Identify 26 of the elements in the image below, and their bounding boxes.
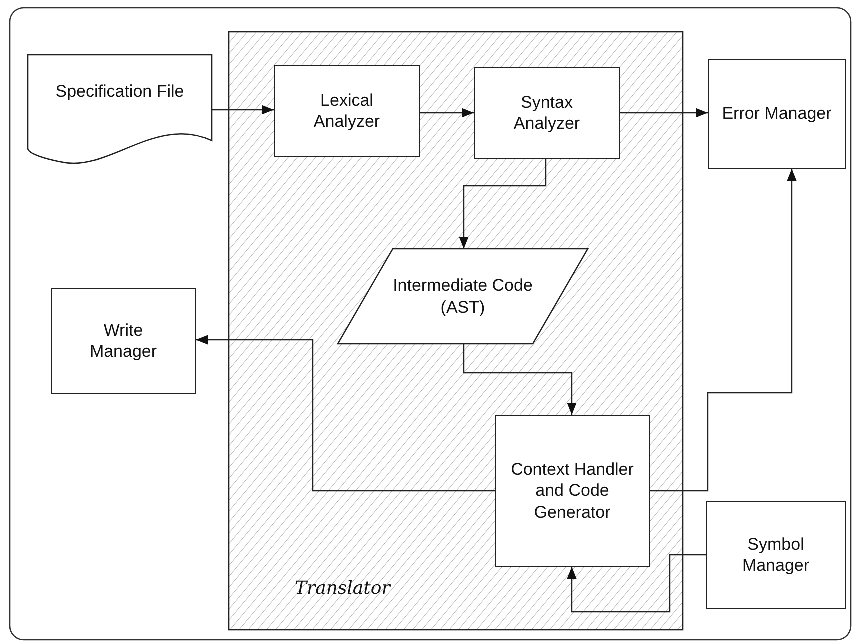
- arrow: [212, 105, 274, 115]
- process-box: [274, 65, 420, 157]
- arrow: [196, 335, 495, 492]
- process-box: [708, 59, 846, 169]
- node-label: Symbol Manager: [741, 534, 811, 576]
- arrow: [459, 159, 547, 249]
- process-box: [495, 415, 650, 567]
- node-label: Write Manager: [88, 320, 158, 362]
- region-label: Translator: [295, 578, 390, 600]
- hatched-region: [229, 32, 683, 630]
- arrow: [620, 108, 708, 118]
- node-label: Lexical Analyzer: [312, 90, 382, 132]
- node-label: Syntax Analyzer: [512, 92, 582, 134]
- process-box: [51, 288, 196, 394]
- arrow: [420, 108, 474, 118]
- node-label: Intermediate Code (AST): [392, 275, 534, 318]
- arrow: [567, 554, 706, 613]
- process-box: [474, 67, 620, 159]
- node-label: Context Handler and Code Generator: [510, 459, 635, 523]
- arrow: [463, 344, 577, 415]
- document-shape: [28, 55, 212, 165]
- arrow: [650, 169, 797, 492]
- node-label: Specification File: [54, 81, 186, 102]
- data-parallelogram: [338, 249, 588, 344]
- process-box: [706, 501, 846, 609]
- node-label: Error Manager: [721, 103, 833, 125]
